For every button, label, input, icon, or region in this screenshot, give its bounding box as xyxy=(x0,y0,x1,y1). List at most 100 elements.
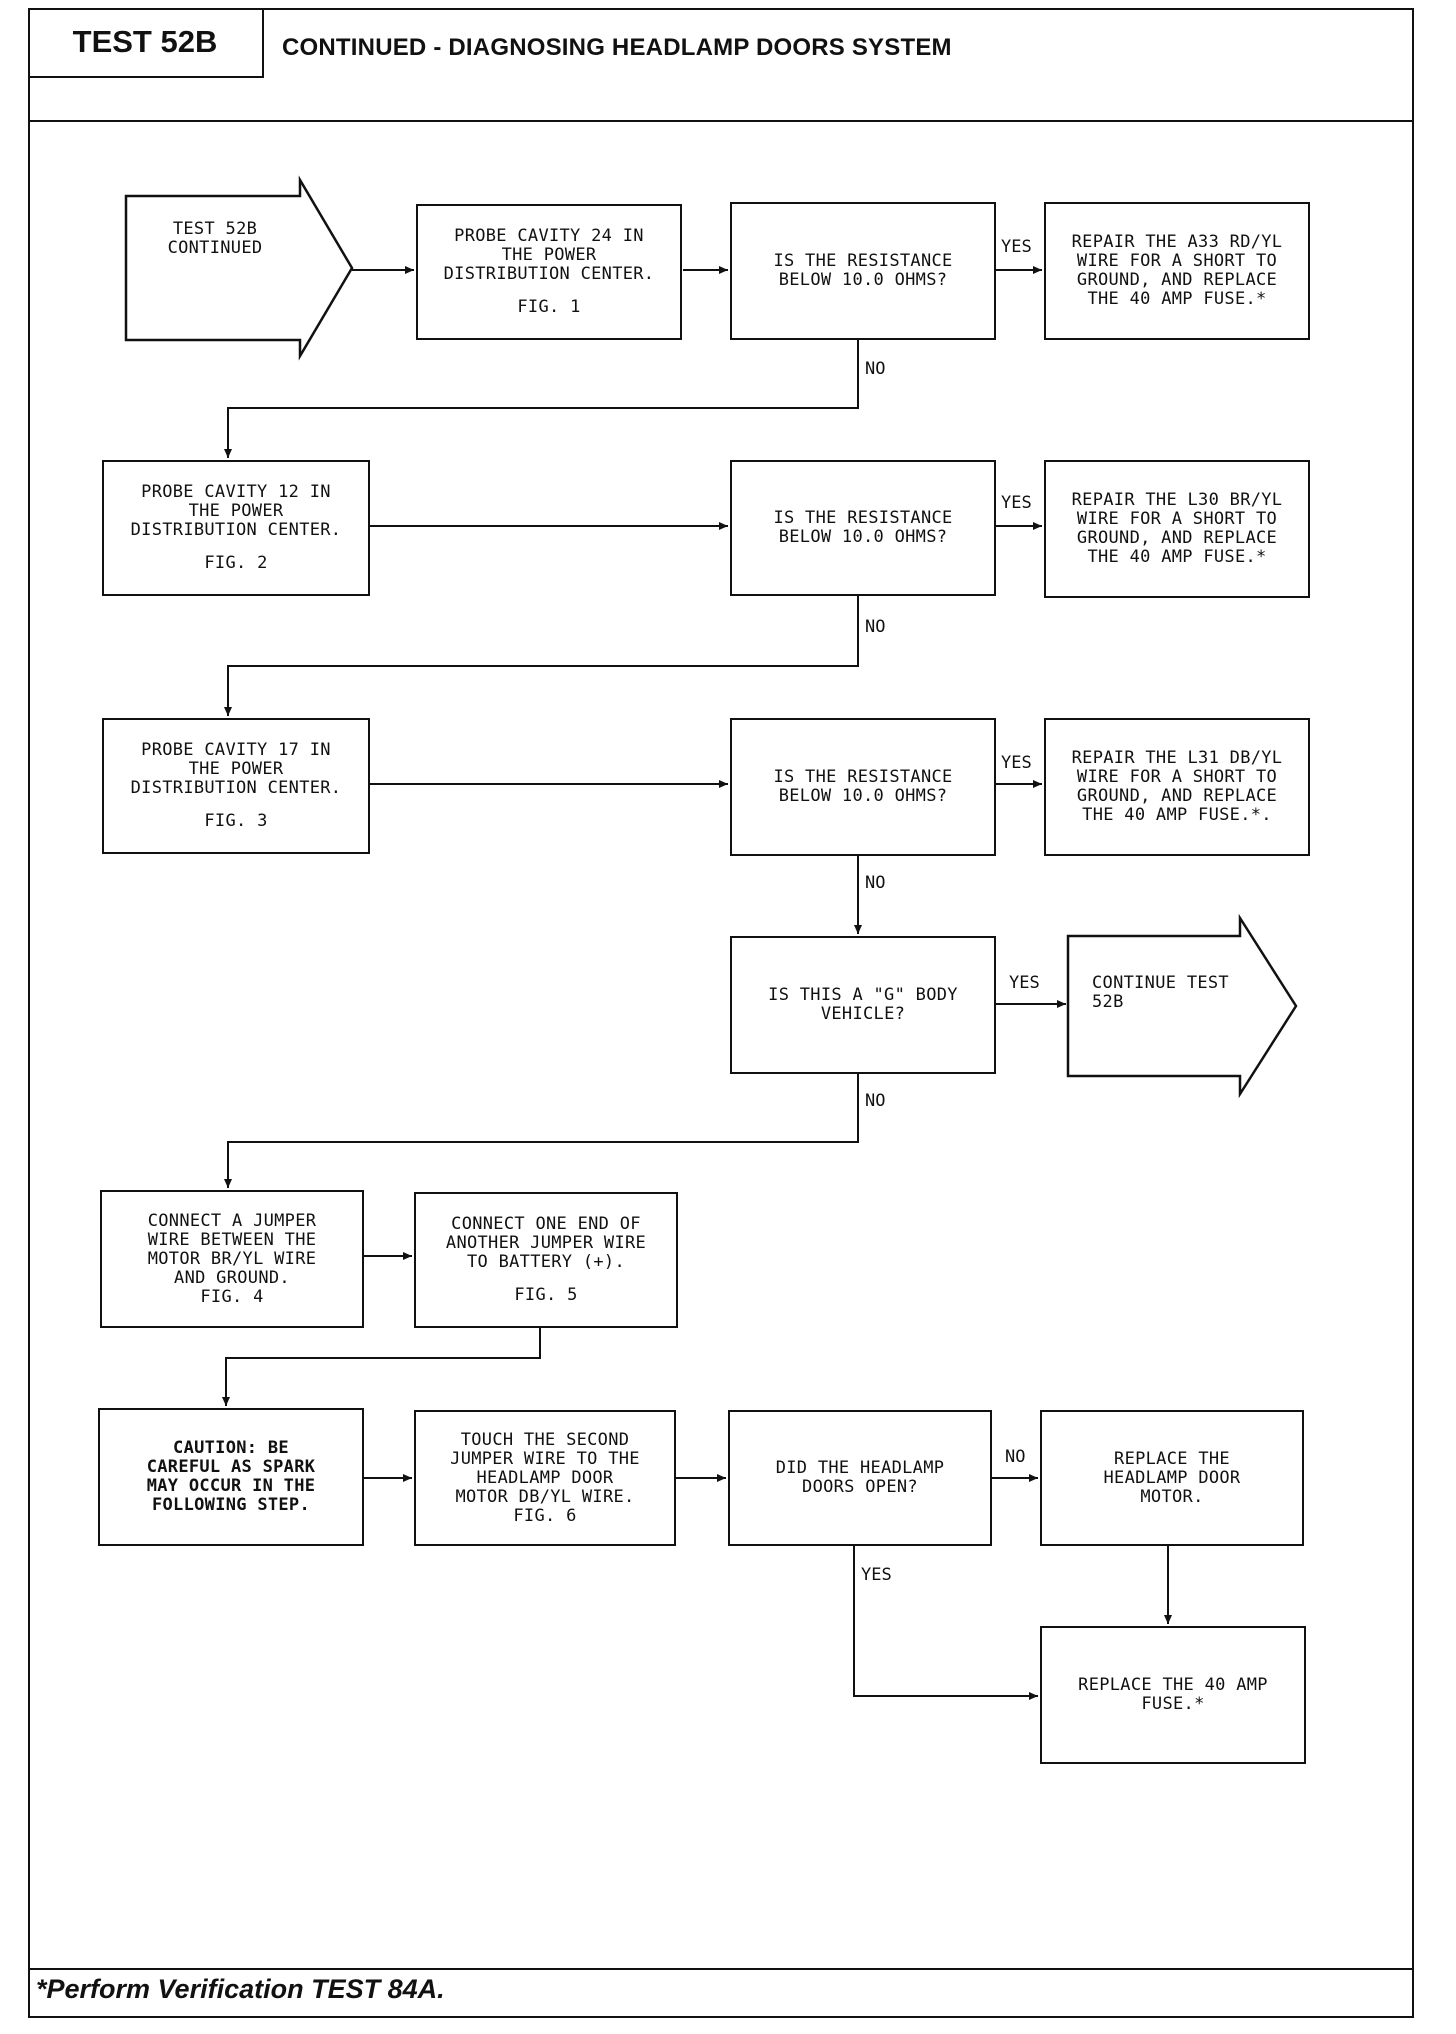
q5-yes-label: YES xyxy=(860,1565,893,1585)
repair-l30-box: REPAIR THE L30 BR/YL WIRE FOR A SHORT TO… xyxy=(1044,460,1310,598)
probe24-line-1: PROBE CAVITY 24 IN xyxy=(454,226,644,246)
probe12-line-3: DISTRIBUTION CENTER. xyxy=(130,520,342,540)
connector-q2-no xyxy=(224,596,859,716)
test-id-tab: TEST 52B xyxy=(28,8,264,78)
connector-jumper2-caution xyxy=(222,1328,541,1406)
jumper1-line-3: MOTOR BR/YL WIRE xyxy=(147,1248,317,1269)
caution-line-3: MAY OCCUR IN THE xyxy=(146,1476,316,1496)
jumper2-line-1: CONNECT ONE END OF xyxy=(451,1214,641,1234)
r3-line-3: GROUND, AND REPLACE xyxy=(1076,786,1278,806)
touch-line-2: JUMPER WIRE TO THE xyxy=(450,1448,640,1469)
r2-line-2: WIRE FOR A SHORT TO xyxy=(1076,509,1278,529)
probe12-line-2: THE POWER xyxy=(188,501,284,521)
jumper2-line-2: ANOTHER JUMPER WIRE xyxy=(445,1233,647,1253)
r2-line-4: THE 40 AMP FUSE.* xyxy=(1087,547,1267,567)
q5-line-1: DID THE HEADLAMP xyxy=(775,1458,945,1478)
connector-q5-yes xyxy=(853,1546,1038,1700)
replace-motor-line-1: REPLACE THE xyxy=(1114,1448,1230,1469)
q2-line-1: IS THE RESISTANCE xyxy=(773,508,953,528)
q1-line-2: BELOW 10.0 OHMS? xyxy=(778,270,948,290)
probe12-fig: FIG. 2 xyxy=(204,553,268,573)
q4-line-1: IS THIS A "G" BODY xyxy=(768,985,958,1005)
caution-line-4: FOLLOWING STEP. xyxy=(151,1495,311,1515)
q1-no-label: NO xyxy=(864,359,887,379)
question-2-box: IS THE RESISTANCE BELOW 10.0 OHMS? xyxy=(730,460,996,596)
continue-test-label: CONTINUE TEST 52B xyxy=(1070,970,1240,1016)
probe24-line-2: THE POWER xyxy=(501,245,597,265)
q3-yes-label: YES xyxy=(1000,753,1033,773)
q1-yes-label: YES xyxy=(1000,237,1033,257)
probe-cavity-12-box: PROBE CAVITY 12 IN THE POWER DISTRIBUTIO… xyxy=(102,460,370,596)
replace-motor-line-3: MOTOR. xyxy=(1140,1486,1204,1507)
q4-no-label: NO xyxy=(864,1091,887,1111)
q3-line-1: IS THE RESISTANCE xyxy=(773,767,953,787)
header-divider xyxy=(28,120,1414,122)
r1-line-4: THE 40 AMP FUSE.* xyxy=(1087,289,1267,309)
replace-motor-box: REPLACE THE HEADLAMP DOOR MOTOR. xyxy=(1040,1410,1304,1546)
q2-line-2: BELOW 10.0 OHMS? xyxy=(778,527,948,547)
probe24-fig: FIG. 1 xyxy=(517,297,581,317)
footer-note: *Perform Verification TEST 84A. xyxy=(36,1974,445,2004)
q3-no-label: NO xyxy=(864,873,887,893)
question-1-box: IS THE RESISTANCE BELOW 10.0 OHMS? xyxy=(730,202,996,340)
probe-cavity-17-box: PROBE CAVITY 17 IN THE POWER DISTRIBUTIO… xyxy=(102,718,370,854)
connector-q4-no xyxy=(224,1074,859,1188)
probe17-line-2: THE POWER xyxy=(188,759,284,779)
q4-line-2: VEHICLE? xyxy=(820,1004,906,1024)
probe17-line-1: PROBE CAVITY 17 IN xyxy=(141,740,331,760)
continue-arrow-shape xyxy=(1066,913,1298,1099)
caution-box: CAUTION: BE CAREFUL AS SPARK MAY OCCUR I… xyxy=(98,1408,364,1546)
start-arrow-shape xyxy=(124,175,354,361)
touch-line-1: TOUCH THE SECOND xyxy=(460,1429,630,1450)
q3-line-2: BELOW 10.0 OHMS? xyxy=(778,786,948,806)
r3-line-2: WIRE FOR A SHORT TO xyxy=(1076,767,1278,787)
connector-q1-no xyxy=(224,340,859,458)
question-3-box: IS THE RESISTANCE BELOW 10.0 OHMS? xyxy=(730,718,996,856)
r1-line-3: GROUND, AND REPLACE xyxy=(1076,270,1278,290)
touch-line-4: MOTOR DB/YL WIRE. xyxy=(455,1486,635,1507)
probe24-line-3: DISTRIBUTION CENTER. xyxy=(443,264,655,284)
question-g-body-box: IS THIS A "G" BODY VEHICLE? xyxy=(730,936,996,1074)
jumper2-line-3: TO BATTERY (+). xyxy=(466,1252,626,1272)
probe-cavity-24-box: PROBE CAVITY 24 IN THE POWER DISTRIBUTIO… xyxy=(416,204,682,340)
replace-motor-line-2: HEADLAMP DOOR xyxy=(1103,1467,1241,1488)
footer-divider xyxy=(28,1968,1414,1970)
replace-fuse-line-2: FUSE.* xyxy=(1141,1694,1205,1714)
jumper2-fig: FIG. 5 xyxy=(514,1285,578,1305)
connect-jumper-ground-box: CONNECT A JUMPER WIRE BETWEEN THE MOTOR … xyxy=(100,1190,364,1328)
probe17-fig: FIG. 3 xyxy=(204,811,268,831)
touch-jumper-box: TOUCH THE SECOND JUMPER WIRE TO THE HEAD… xyxy=(414,1410,676,1546)
jumper1-line-5: FIG. 4 xyxy=(200,1286,264,1307)
repair-a33-box: REPAIR THE A33 RD/YL WIRE FOR A SHORT TO… xyxy=(1044,202,1310,340)
q2-yes-label: YES xyxy=(1000,493,1033,513)
jumper1-line-2: WIRE BETWEEN THE xyxy=(147,1229,317,1250)
r2-line-1: REPAIR THE L30 BR/YL xyxy=(1071,490,1283,510)
r3-line-1: REPAIR THE L31 DB/YL xyxy=(1071,748,1283,768)
jumper1-line-1: CONNECT A JUMPER xyxy=(147,1210,317,1231)
replace-fuse-box: REPLACE THE 40 AMP FUSE.* xyxy=(1040,1626,1306,1764)
r3-line-4: THE 40 AMP FUSE.*. xyxy=(1082,805,1272,825)
r1-line-2: WIRE FOR A SHORT TO xyxy=(1076,251,1278,271)
start-line-2: CONTINUED xyxy=(167,238,263,258)
touch-line-3: HEADLAMP DOOR xyxy=(476,1467,614,1488)
r1-line-1: REPAIR THE A33 RD/YL xyxy=(1071,232,1283,252)
start-arrow-label: TEST 52B CONTINUED xyxy=(128,214,302,264)
q4-yes-label: YES xyxy=(1008,973,1041,993)
q5-no-label: NO xyxy=(1004,1447,1027,1467)
replace-fuse-line-1: REPLACE THE 40 AMP xyxy=(1078,1675,1268,1695)
start-line-1: TEST 52B xyxy=(172,219,258,239)
touch-line-5: FIG. 6 xyxy=(513,1505,577,1526)
connect-jumper-battery-box: CONNECT ONE END OF ANOTHER JUMPER WIRE T… xyxy=(414,1192,678,1328)
q1-line-1: IS THE RESISTANCE xyxy=(773,251,953,271)
probe12-line-1: PROBE CAVITY 12 IN xyxy=(141,482,331,502)
question-doors-open-box: DID THE HEADLAMP DOORS OPEN? xyxy=(728,1410,992,1546)
repair-l31-box: REPAIR THE L31 DB/YL WIRE FOR A SHORT TO… xyxy=(1044,718,1310,856)
caution-line-2: CAREFUL AS SPARK xyxy=(146,1457,316,1477)
page-title: CONTINUED - DIAGNOSING HEADLAMP DOORS SY… xyxy=(282,34,952,61)
page-frame xyxy=(28,8,1414,2018)
r2-line-3: GROUND, AND REPLACE xyxy=(1076,528,1278,548)
q5-line-2: DOORS OPEN? xyxy=(802,1477,918,1497)
continue-line-2: 52B xyxy=(1092,992,1124,1012)
continue-line-1: CONTINUE TEST xyxy=(1092,973,1229,993)
